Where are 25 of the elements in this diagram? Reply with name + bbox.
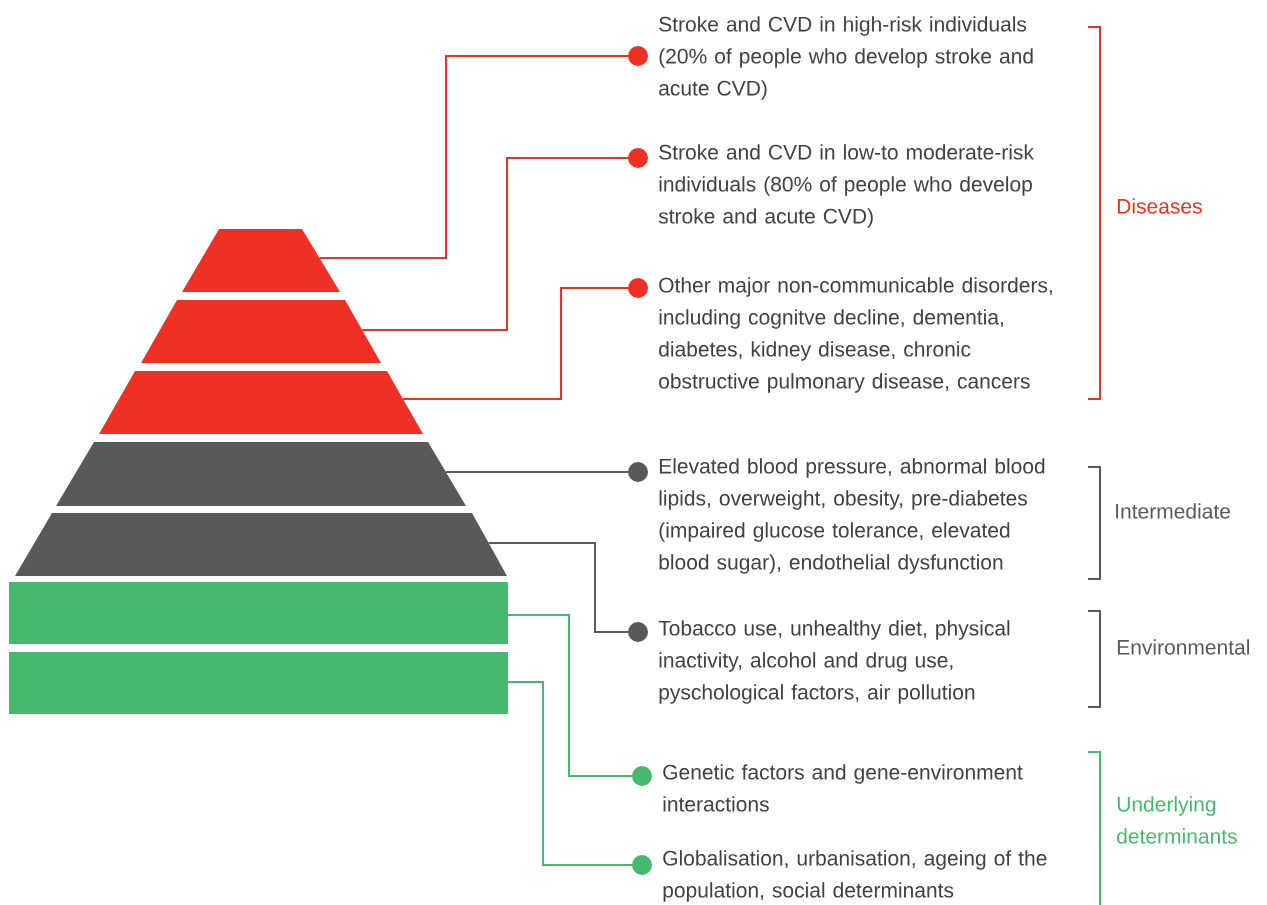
group-label: Environmental [1117,639,1249,655]
pyramid-layer [141,300,381,363]
description-text: Other major non-communicable disorders, including cognitve decline, dementia, diabetes, kidney disease, chronic obstructive pulmonary disease, cancers [659,277,1052,393]
connector-line [507,614,652,786]
description-text: Elevated blood pressure, abnormal blood lipids, overweight, obesity, pre-diabetes (impaired glucose tolerance, elevated blood sugar), endothelial dysfunction [659,458,1045,574]
pyramid-layer [99,371,423,434]
description-text: Globalisation, urbanisation, ageing of the population, social determinants [663,850,1047,902]
connector-line [507,681,652,875]
connector-line [487,542,648,642]
description-text: Genetic factors and gene-environment interactions [663,764,1023,812]
connector-line [361,148,648,331]
pyramid-layer [15,513,507,576]
pyramid-layer [9,582,508,644]
connector-line [402,278,648,400]
description-text: Stroke and CVD in low-to moderate-risk individuals (80% of people who develop stroke and acute CVD) [658,144,1034,228]
connector-line [444,462,648,482]
pyramid-layer [9,652,508,714]
pyramid-layer [56,442,466,506]
group-label: Underlying determinants [1117,796,1237,844]
description-text: Stroke and CVD in high-risk individuals (20% of people who develop stroke and acute CVD) [659,16,1033,100]
group-label: Intermediate [1116,503,1230,519]
group-label: Diseases [1117,198,1202,214]
connector-line [318,46,648,259]
description-text: Tobacco use, unhealthy diet, physical inactivity, alcohol and drug use, pyschological factors, air pollution [658,620,1010,704]
pyramid-layer [182,229,340,292]
